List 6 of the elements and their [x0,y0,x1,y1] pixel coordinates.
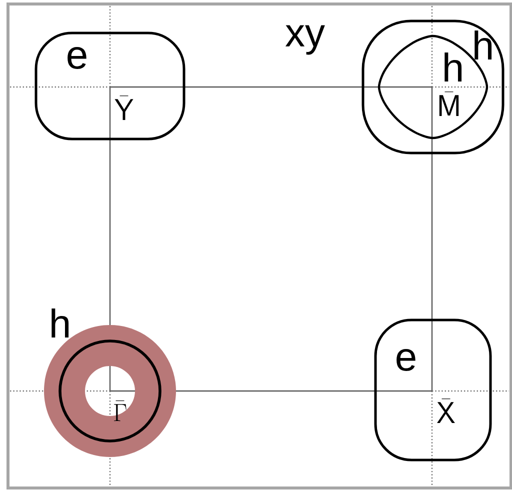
symmetry-point-label: $\bar{\mathsf{Y}}$ [114,96,134,120]
node-label: h [52,308,69,338]
axis-label: xy [285,25,325,55]
symmetry-point-label: $\bar{\mathsf{M}}$ [439,92,459,116]
symmetry-point-label: $\bar{\Gamma}$ [114,400,126,422]
symmetry-point-label: $\bar{\mathsf{X}}$ [437,398,455,423]
